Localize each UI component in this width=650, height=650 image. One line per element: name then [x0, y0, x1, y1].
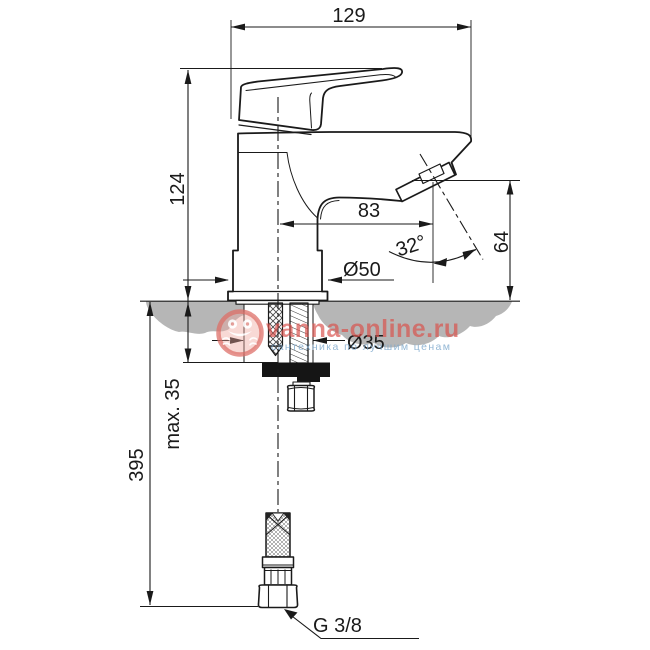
- hose-end-nut: [257, 584, 299, 609]
- spout-body-outline: [227, 131, 473, 302]
- label-overall-width: 129: [332, 5, 365, 27]
- countertop-right-section: [313, 301, 512, 348]
- coupling-nut: [286, 384, 316, 412]
- fixing-stud-tip: [267, 345, 284, 357]
- label-spout-reach: 83: [358, 200, 380, 222]
- fixing-stud: [267, 302, 284, 347]
- supply-hose: [257, 512, 299, 609]
- handle-top-inner-line: [245, 74, 396, 91]
- hose-slots: [264, 569, 292, 584]
- hose-top-left-crimp: [266, 513, 273, 521]
- handle-neck-inner-line: [309, 92, 312, 129]
- label-spout-height: 64: [491, 231, 513, 253]
- label-connection-thread: G 3/8: [313, 615, 362, 637]
- label-overall-height: 124: [167, 172, 189, 205]
- countertop-left-section: [146, 301, 244, 334]
- hose-collar: [261, 556, 295, 569]
- label-spout-angle: 32°: [393, 231, 429, 261]
- label-max-deck-thickness: max. 35: [162, 378, 184, 449]
- body-inner-curve: [286, 152, 318, 218]
- dimension-arrows: [146, 23, 514, 620]
- label-hole-diameter: Ø35: [347, 332, 385, 354]
- threaded-shank: [289, 302, 309, 364]
- label-base-diameter: Ø50: [343, 259, 381, 281]
- g38-leader: [287, 612, 419, 640]
- clamp-nut: [262, 362, 330, 382]
- hose-braid-cross: [265, 513, 291, 536]
- hose-top-notch: [271, 512, 285, 522]
- under-deck-hardware: [262, 302, 330, 412]
- handle-lever: [238, 67, 403, 131]
- hose-top-right-crimp: [283, 513, 290, 521]
- spout-inner-curve: [320, 200, 340, 220]
- angle-axis-dashdot: [419, 153, 484, 260]
- handle-collar-line: [238, 124, 312, 136]
- faucet-body: [227, 67, 473, 305]
- label-hose-length: 395: [126, 448, 148, 481]
